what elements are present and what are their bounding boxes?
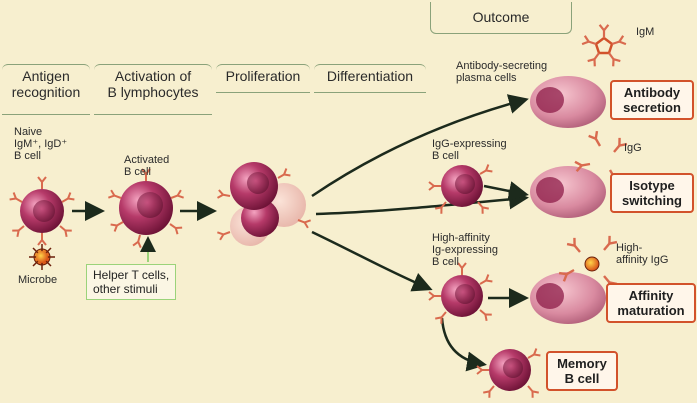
high-affinity-b-cell [428,262,494,325]
affinity-maturation-box: Affinity maturation [606,283,696,323]
differentiation-label: Differentiation [326,68,414,84]
memory-b-cell-box: Memory B cell [546,351,618,391]
naive-cell-label: Naive IgM⁺, IgD⁺ B cell [14,126,68,162]
plasma-cell-2 [530,166,606,218]
antigen-recognition-label: Antigen recognition [11,68,81,100]
antigen-recognition-header: Antigen recognition [2,64,90,115]
high-affinity-igg-label: High- affinity IgG [616,242,669,266]
arrow-to-high-affinity [311,230,433,292]
antibody-secretion-box: Antibody secretion [610,80,694,120]
arrow-igg-to-plasma [483,181,529,201]
outcome-header: Outcome [430,2,572,34]
isotype-switching-box: Isotype switching [610,173,694,213]
igm-pentamer-icon [580,23,628,68]
proliferation-label: Proliferation [225,68,301,84]
proliferation-header: Proliferation [216,64,310,93]
memory-b-cell [476,347,542,399]
plasma-cells-label: Antibody-secreting plasma cells [456,60,548,84]
differentiation-header: Differentiation [314,64,426,93]
outcome-header-label: Outcome [472,9,530,25]
high-affinity-igg-icon [557,234,619,292]
activated-cell-label: Activated B cell [124,154,170,178]
arrow-to-igg [315,189,529,216]
high-affinity-cell-label: High-affinity Ig-expressing B cell [432,232,499,268]
microbe-label: Microbe [18,274,58,286]
activation-label: Activation of B lymphocytes [107,68,199,100]
proliferating-cells [216,162,312,246]
plasma-cell-3 [530,272,606,324]
naive-b-cell [8,176,76,246]
igg-b-cell [428,163,494,215]
activation-header: Activation of B lymphocytes [94,64,212,115]
arrow-to-plasma [311,94,529,198]
helper-t-cells-label: Helper T cells, other stimuli [86,264,177,300]
activated-b-cell [107,168,185,249]
microbe-icon [29,244,55,270]
plasma-cell-1 [530,76,606,128]
igm-label: IgM [636,26,655,38]
igg-label: IgG [624,142,642,154]
igg-cell-label: IgG-expressing B cell [432,138,507,162]
arrow-to-memory [440,317,487,372]
